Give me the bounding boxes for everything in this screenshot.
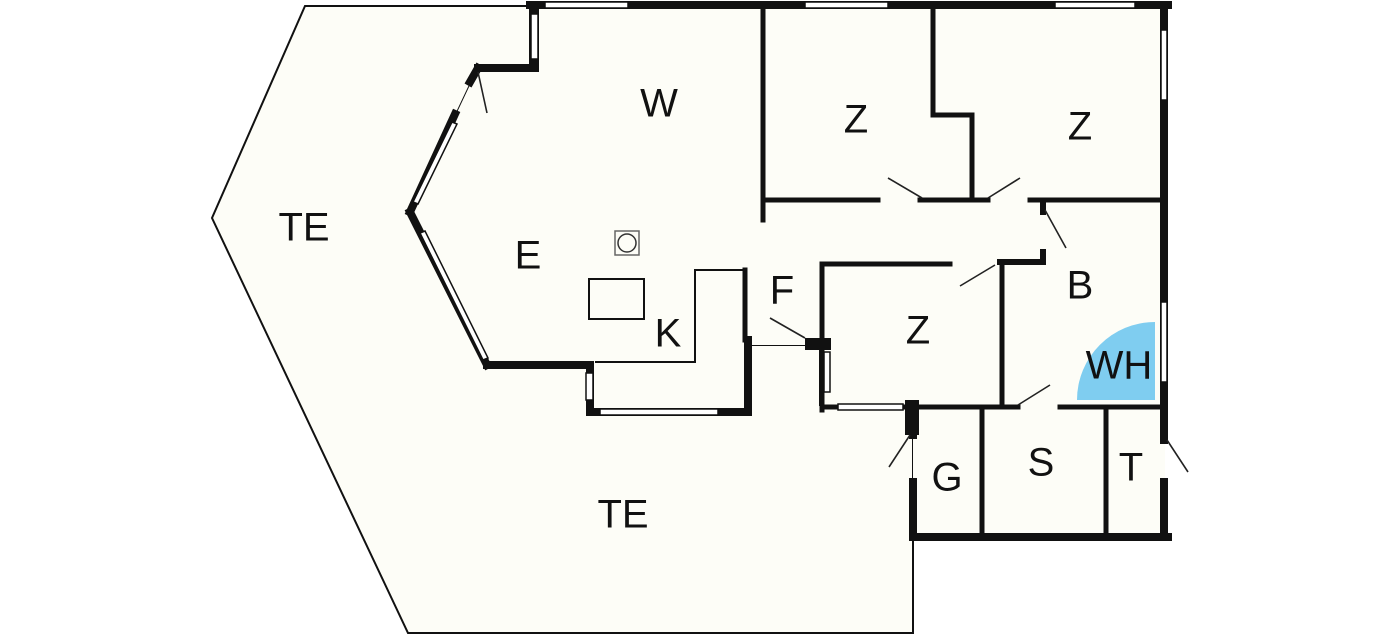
room-label-storage-s: S xyxy=(1028,441,1055,485)
room-label-living: W xyxy=(640,82,678,126)
room-label-bathroom: B xyxy=(1067,264,1094,308)
room-label-hall: F xyxy=(770,269,794,313)
room-label-kitchen: K xyxy=(655,312,682,356)
room-label-bedroom: Z xyxy=(1068,105,1092,149)
room-label-terrace: TE xyxy=(278,206,329,250)
room-label-bedroom: Z xyxy=(906,309,930,353)
dining-table xyxy=(588,278,645,320)
stove-burner-icon xyxy=(617,233,637,253)
door-swings xyxy=(477,71,1189,473)
kitchen-counter xyxy=(595,269,745,363)
windows xyxy=(411,1,1168,416)
room-label-water-heater: WH xyxy=(1086,344,1153,388)
water-heater-zone xyxy=(1077,322,1155,400)
room-label-dining: E xyxy=(515,234,542,278)
stove-icon xyxy=(614,230,640,256)
room-label-toilet: T xyxy=(1119,446,1143,490)
room-label-terrace: TE xyxy=(597,493,648,537)
room-label-bedroom: Z xyxy=(844,98,868,142)
room-label-storage-g: G xyxy=(931,456,962,500)
